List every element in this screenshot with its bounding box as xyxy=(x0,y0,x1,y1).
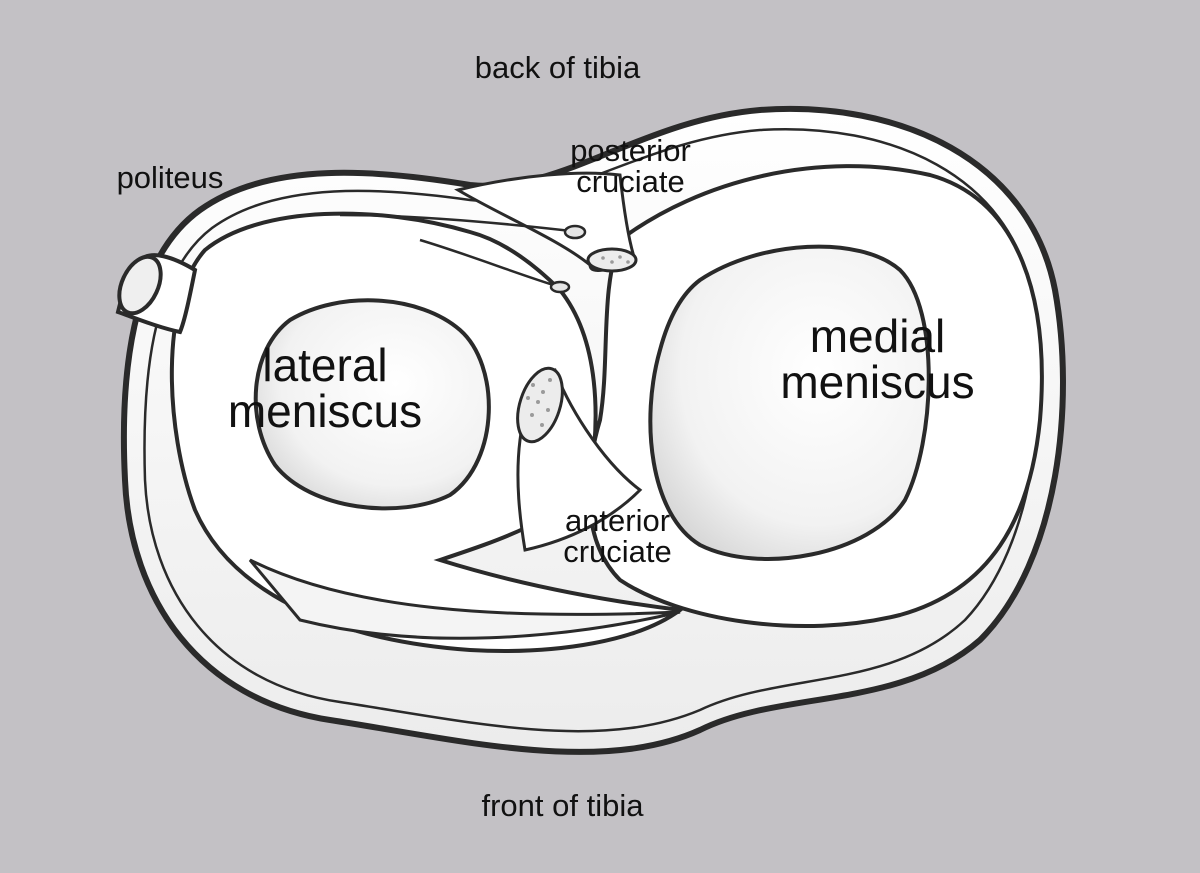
anterior-cruciate-dots xyxy=(526,378,552,427)
posterior-cruciate-stump xyxy=(586,247,638,273)
posterior-cruciate-line-1: posterior xyxy=(570,133,691,168)
popliteus-tendon-end xyxy=(117,254,163,316)
posterior-cruciate-line-2: cruciate xyxy=(576,164,685,199)
posterior-cruciate-dots xyxy=(601,255,630,264)
posterior-fiber-2 xyxy=(419,238,561,289)
anterior-cruciate-line-1: anterior xyxy=(564,503,671,538)
posterior-fiber-stump-2 xyxy=(549,280,571,294)
posterior-cruciate-label: posterior cruciate xyxy=(548,135,713,197)
lateral-meniscus-line-1: lateral xyxy=(262,339,388,391)
medial-meniscus-line-2: meniscus xyxy=(780,356,975,408)
anterior-cruciate-label: anterior cruciate xyxy=(540,505,695,567)
lateral-meniscus-hole xyxy=(253,298,491,511)
medial-meniscus-hole xyxy=(648,244,931,561)
medial-meniscus-line-1: medial xyxy=(809,310,946,362)
posterior-fiber-1 xyxy=(339,213,581,234)
anterior-horn-band xyxy=(248,558,681,640)
popliteus-label: politeus xyxy=(116,160,224,195)
lateral-meniscus-line-2: meniscus xyxy=(227,385,423,437)
posterior-fiber-stump-1 xyxy=(563,224,587,240)
lateral-meniscus-label: lateral meniscus xyxy=(195,342,455,434)
medial-meniscus-label: medial meniscus xyxy=(745,313,1010,405)
anterior-cruciate-line-2: cruciate xyxy=(563,534,672,569)
back-of-tibia-label: back of tibia xyxy=(474,50,641,85)
anterior-cruciate-stump xyxy=(516,366,564,444)
front-of-tibia-label: front of tibia xyxy=(481,788,644,823)
